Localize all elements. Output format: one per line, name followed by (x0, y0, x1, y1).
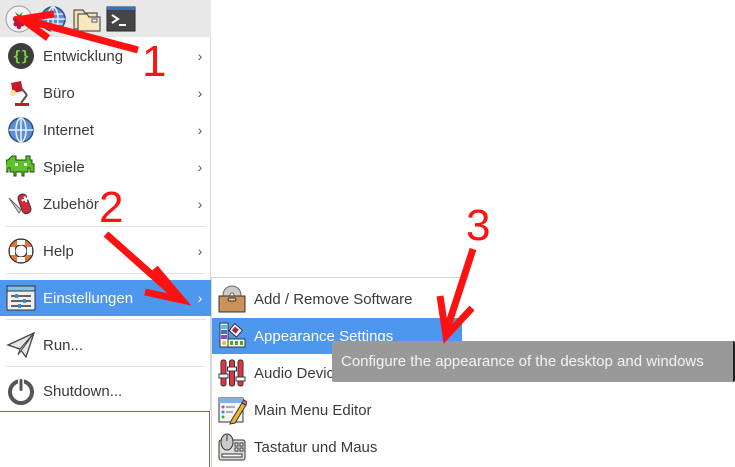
annotation-step-2: 2 (99, 183, 124, 232)
power-icon (5, 375, 37, 407)
submenu-item-tastatur-und-maus[interactable]: Tastatur und Maus (212, 429, 462, 465)
menu-item-spiele[interactable]: Spiele › (0, 149, 211, 185)
svg-text:{}: {} (13, 49, 30, 65)
raspberry-menu-button[interactable] (4, 4, 34, 34)
settings-sliders-icon (5, 282, 37, 314)
menu-editor-icon (216, 394, 248, 426)
chevron-right-icon: › (197, 122, 203, 138)
file-manager-button[interactable] (72, 4, 102, 34)
menu-item-shutdown[interactable]: Shutdown... (0, 373, 211, 409)
globe-icon (40, 5, 66, 32)
menu-separator (6, 226, 206, 227)
menu-item-run[interactable]: Run... (0, 327, 211, 363)
pocket-knife-icon (5, 188, 37, 220)
chevron-right-icon: › (197, 85, 203, 101)
terminal-icon (106, 6, 136, 31)
color-palette-icon (216, 320, 248, 352)
submenu-item-add-remove-software[interactable]: Add / Remove Software (212, 281, 462, 317)
menu-item-buero[interactable]: Büro › (0, 75, 211, 111)
annotation-step-3: 3 (466, 201, 491, 250)
chevron-right-icon: › (197, 48, 203, 64)
keyboard-mouse-icon (216, 431, 248, 463)
taskbar (0, 0, 211, 37)
annotation-step-1: 1 (142, 37, 167, 86)
menu-separator (6, 273, 206, 274)
chevron-right-icon: › (197, 243, 203, 259)
menu-separator (6, 319, 206, 320)
menu-item-entwicklung[interactable]: {} Entwicklung › (0, 38, 211, 74)
package-cd-icon (216, 283, 248, 315)
desktop-window-frame (0, 411, 210, 467)
globe-icon (5, 114, 37, 146)
submenu-item-main-menu-editor[interactable]: Main Menu Editor (212, 392, 462, 428)
tooltip: Configure the appearance of the desktop … (332, 341, 735, 382)
chevron-right-icon: › (197, 290, 203, 306)
space-invader-icon (5, 151, 37, 183)
lifebuoy-icon (5, 235, 37, 267)
chevron-right-icon: › (197, 159, 203, 175)
web-browser-button[interactable] (38, 4, 68, 34)
folder-icon (73, 8, 101, 32)
code-braces-icon: {} (5, 40, 37, 72)
audio-mixer-icon (216, 357, 248, 389)
menu-item-einstellungen[interactable]: Einstellungen › (0, 280, 211, 316)
terminal-button[interactable] (106, 4, 136, 34)
menu-item-zubehoer[interactable]: Zubehör › (0, 186, 211, 222)
desk-lamp-icon (5, 77, 37, 109)
chevron-right-icon: › (197, 196, 203, 212)
menu-item-internet[interactable]: Internet › (0, 112, 211, 148)
raspberry-icon (5, 5, 33, 32)
menu-item-help[interactable]: Help › (0, 233, 211, 269)
menu-separator (6, 366, 206, 367)
paper-plane-icon (5, 329, 37, 361)
